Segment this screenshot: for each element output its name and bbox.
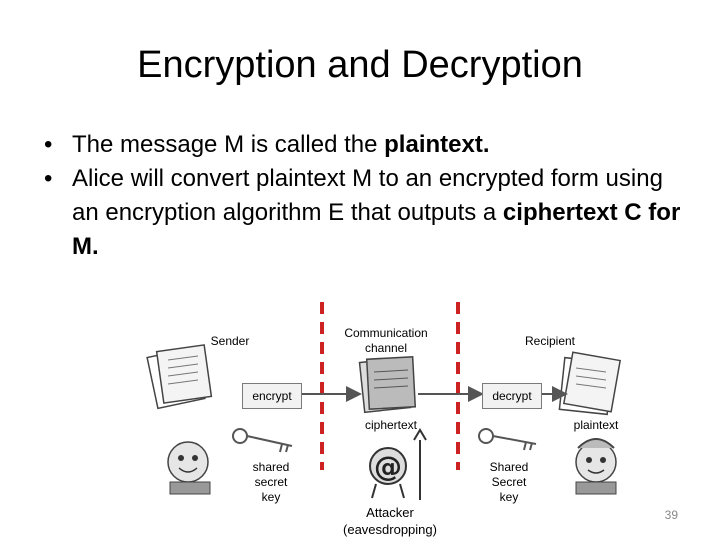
sender-document-icon	[146, 344, 213, 410]
attacker-icon: @	[369, 428, 427, 500]
alice-icon	[167, 441, 211, 495]
decrypt-box: decrypt	[482, 383, 542, 409]
recipient-label: Recipient	[524, 334, 576, 348]
sender-label: Sender	[210, 334, 250, 348]
channel-document-icon	[358, 356, 417, 414]
channel-label: Communication channel	[344, 326, 428, 355]
svg-text:@: @	[374, 450, 402, 483]
bullet-item: The message M is called the plaintext.	[44, 128, 684, 162]
encrypt-box: encrypt	[242, 383, 302, 409]
slide-number: 39	[664, 508, 678, 522]
bullet-bold: plaintext.	[384, 131, 490, 158]
ciphertext-label: ciphertext	[364, 418, 418, 432]
bullet-item: Alice will convert plaintext M to an enc…	[44, 162, 684, 264]
shared-key-left-label: shared secret key	[252, 460, 290, 504]
bullet-bold: ciphertext C for M.	[72, 199, 681, 260]
shared-key-right-label: Shared Secret key	[489, 460, 529, 504]
attacker-label: Attacker	[366, 505, 414, 520]
key-icon-left	[232, 428, 293, 453]
bob-icon	[575, 438, 617, 495]
slide-title: Encryption and Decryption	[137, 44, 583, 86]
bullet-text: The message M is called the	[72, 131, 385, 158]
bullet-list: The message M is called the plaintext. A…	[44, 128, 684, 264]
key-icon-right	[478, 428, 537, 451]
plaintext-label: plaintext	[573, 418, 619, 432]
recipient-document-icon	[558, 351, 622, 416]
bullet-text: Alice will convert plaintext M to an enc…	[72, 165, 663, 226]
attacker-note: (eavesdropping)	[343, 522, 437, 537]
